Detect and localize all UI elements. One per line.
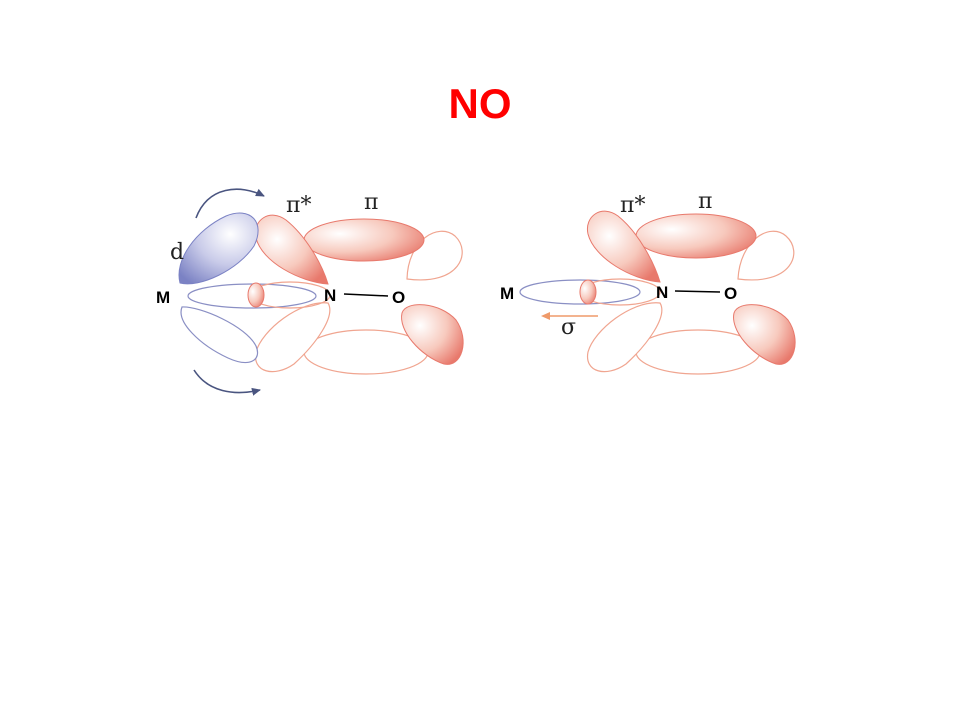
label-d: d [170, 240, 184, 265]
d-lower-outline [180, 306, 259, 363]
label-pi: π [364, 190, 378, 215]
label-m: M [156, 288, 170, 307]
n-o-bond [343, 293, 389, 297]
label-o-r: O [724, 284, 737, 303]
label-n: N [324, 286, 336, 305]
label-n-r: N [656, 283, 668, 302]
o-lower-right-lobe-r [733, 304, 796, 365]
left-diagram: d π* π M N O [156, 188, 464, 396]
n-sigma-small-lobe-r [579, 279, 597, 305]
pi-star-lower-outline-r [586, 302, 663, 373]
o-lower-right-lobe [401, 304, 464, 365]
label-pi-star-r: π* [620, 193, 645, 218]
label-sigma: σ [561, 315, 576, 340]
pi-upper-lobe [303, 218, 425, 262]
back-donation-arrow-bottom [193, 369, 261, 396]
label-m-r: M [500, 284, 514, 303]
d-upper-lobe [178, 212, 259, 285]
n-sigma-small-lobe [247, 282, 265, 308]
back-donation-arrow-top [195, 188, 265, 219]
pi-star-lower-outline [254, 302, 331, 373]
right-diagram: π* π σ M N O [500, 189, 796, 375]
m-sigma-orbital-r [519, 279, 641, 305]
pi-star-upper-lobe-r [586, 210, 661, 283]
label-pi-r: π [698, 189, 712, 214]
n-o-bond-r [674, 290, 721, 293]
label-o: O [392, 288, 405, 307]
label-pi-star: π* [286, 193, 311, 218]
slide-title: NO [448, 80, 512, 127]
pi-upper-lobe-r [635, 213, 757, 259]
pi-star-upper-lobe [254, 214, 329, 285]
